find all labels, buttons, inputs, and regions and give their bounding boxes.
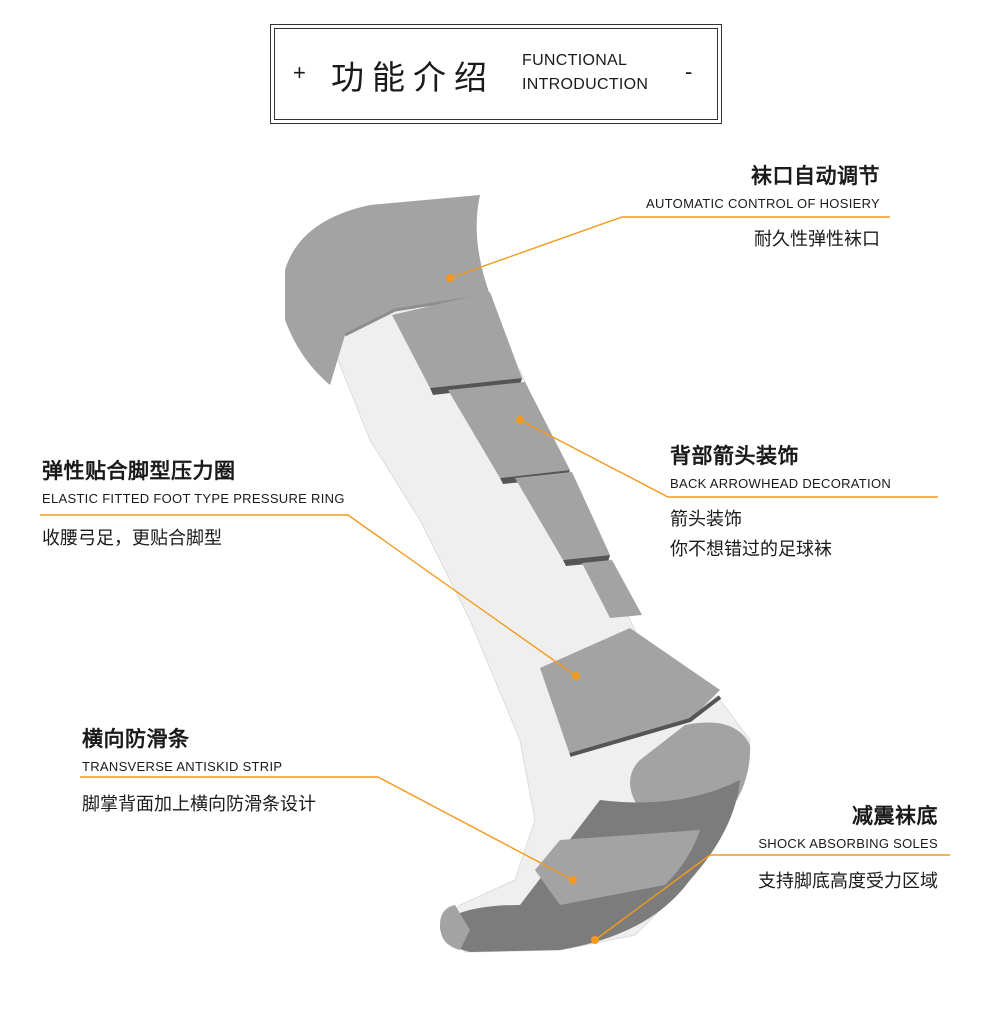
sock-arrow-3 [515,472,610,560]
annotation-sole-desc: 支持脚底高度受力区域 [758,871,938,892]
annotation-arrow-desc-line2: 你不想错过的足球袜 [670,539,832,560]
sock-arrow-4 [582,560,642,618]
annotation-cuff: 袜口自动调节 AUTOMATIC CONTROL OF HOSIERY 耐久性弹… [646,160,880,255]
leader-dot-strip [569,876,577,884]
sock-toe [440,905,470,950]
section-header: + 功能介绍 FUNCTIONAL INTRODUCTION - [270,24,722,124]
leader-arrow [519,419,938,498]
leader-dot-sole [591,936,599,944]
section-header-inner-border: + 功能介绍 FUNCTIONAL INTRODUCTION - [274,28,718,120]
annotation-arrow: 背部箭头装饰 BACK ARROWHEAD DECORATION 箭头装饰 你不… [670,440,891,565]
header-title-en-line2: INTRODUCTION [522,76,649,93]
sock-antiskid-strip [535,830,700,905]
annotation-ring-desc: 收腰弓足，更贴合脚型 [42,528,222,549]
sock-cuff [285,195,490,385]
header-title-en-line1: FUNCTIONAL [522,52,628,69]
annotation-cuff-title: 袜口自动调节 [751,164,880,188]
leader-sole [594,854,950,941]
annotation-ring: 弹性贴合脚型压力圈 ELASTIC FITTED FOOT TYPE PRESS… [42,455,345,554]
annotation-arrow-title: 背部箭头装饰 [670,444,799,468]
annotation-ring-subtitle: ELASTIC FITTED FOOT TYPE PRESSURE RING [42,491,345,506]
header-title-cn: 功能介绍 [331,58,495,97]
sock-arrow-3-shadow [563,555,610,566]
leader-cuff [449,216,890,279]
annotation-sole-title: 减震袜底 [852,804,938,828]
annotation-sole-subtitle: SHOCK ABSORBING SOLES [758,836,938,851]
annotation-strip-title: 横向防滑条 [82,727,190,751]
leader-strip [80,776,574,881]
leader-lines [40,216,950,941]
annotation-arrow-desc-line1: 箭头装饰 [670,509,742,530]
leader-dots [446,274,599,944]
header-minus: - [685,59,693,84]
annotation-arrow-subtitle: BACK ARROWHEAD DECORATION [670,476,892,491]
annotation-sole: 减震袜底 SHOCK ABSORBING SOLES 支持脚底高度受力区域 [758,800,938,897]
leader-dot-ring [572,672,580,680]
sock-arrow-2 [448,382,570,478]
annotation-cuff-subtitle: AUTOMATIC CONTROL OF HOSIERY [646,196,880,211]
annotation-strip-subtitle: TRANSVERSE ANTISKID STRIP [82,759,283,774]
annotation-strip-desc: 脚掌背面加上横向防滑条设计 [82,794,316,815]
header-title-en: FUNCTIONAL INTRODUCTION [522,49,648,97]
annotation-ring-title: 弹性贴合脚型压力圈 [42,459,236,483]
sock-arrow-1 [392,292,522,388]
header-plus: + [293,60,306,85]
annotation-cuff-desc: 耐久性弹性袜口 [754,229,880,250]
annotation-strip: 横向防滑条 TRANSVERSE ANTISKID STRIP 脚掌背面加上横向… [82,723,316,820]
leader-ring [40,514,577,677]
leader-dot-arrow [516,416,524,424]
leader-dot-cuff [446,274,454,282]
sock-pressure-ring-edge [569,695,722,757]
